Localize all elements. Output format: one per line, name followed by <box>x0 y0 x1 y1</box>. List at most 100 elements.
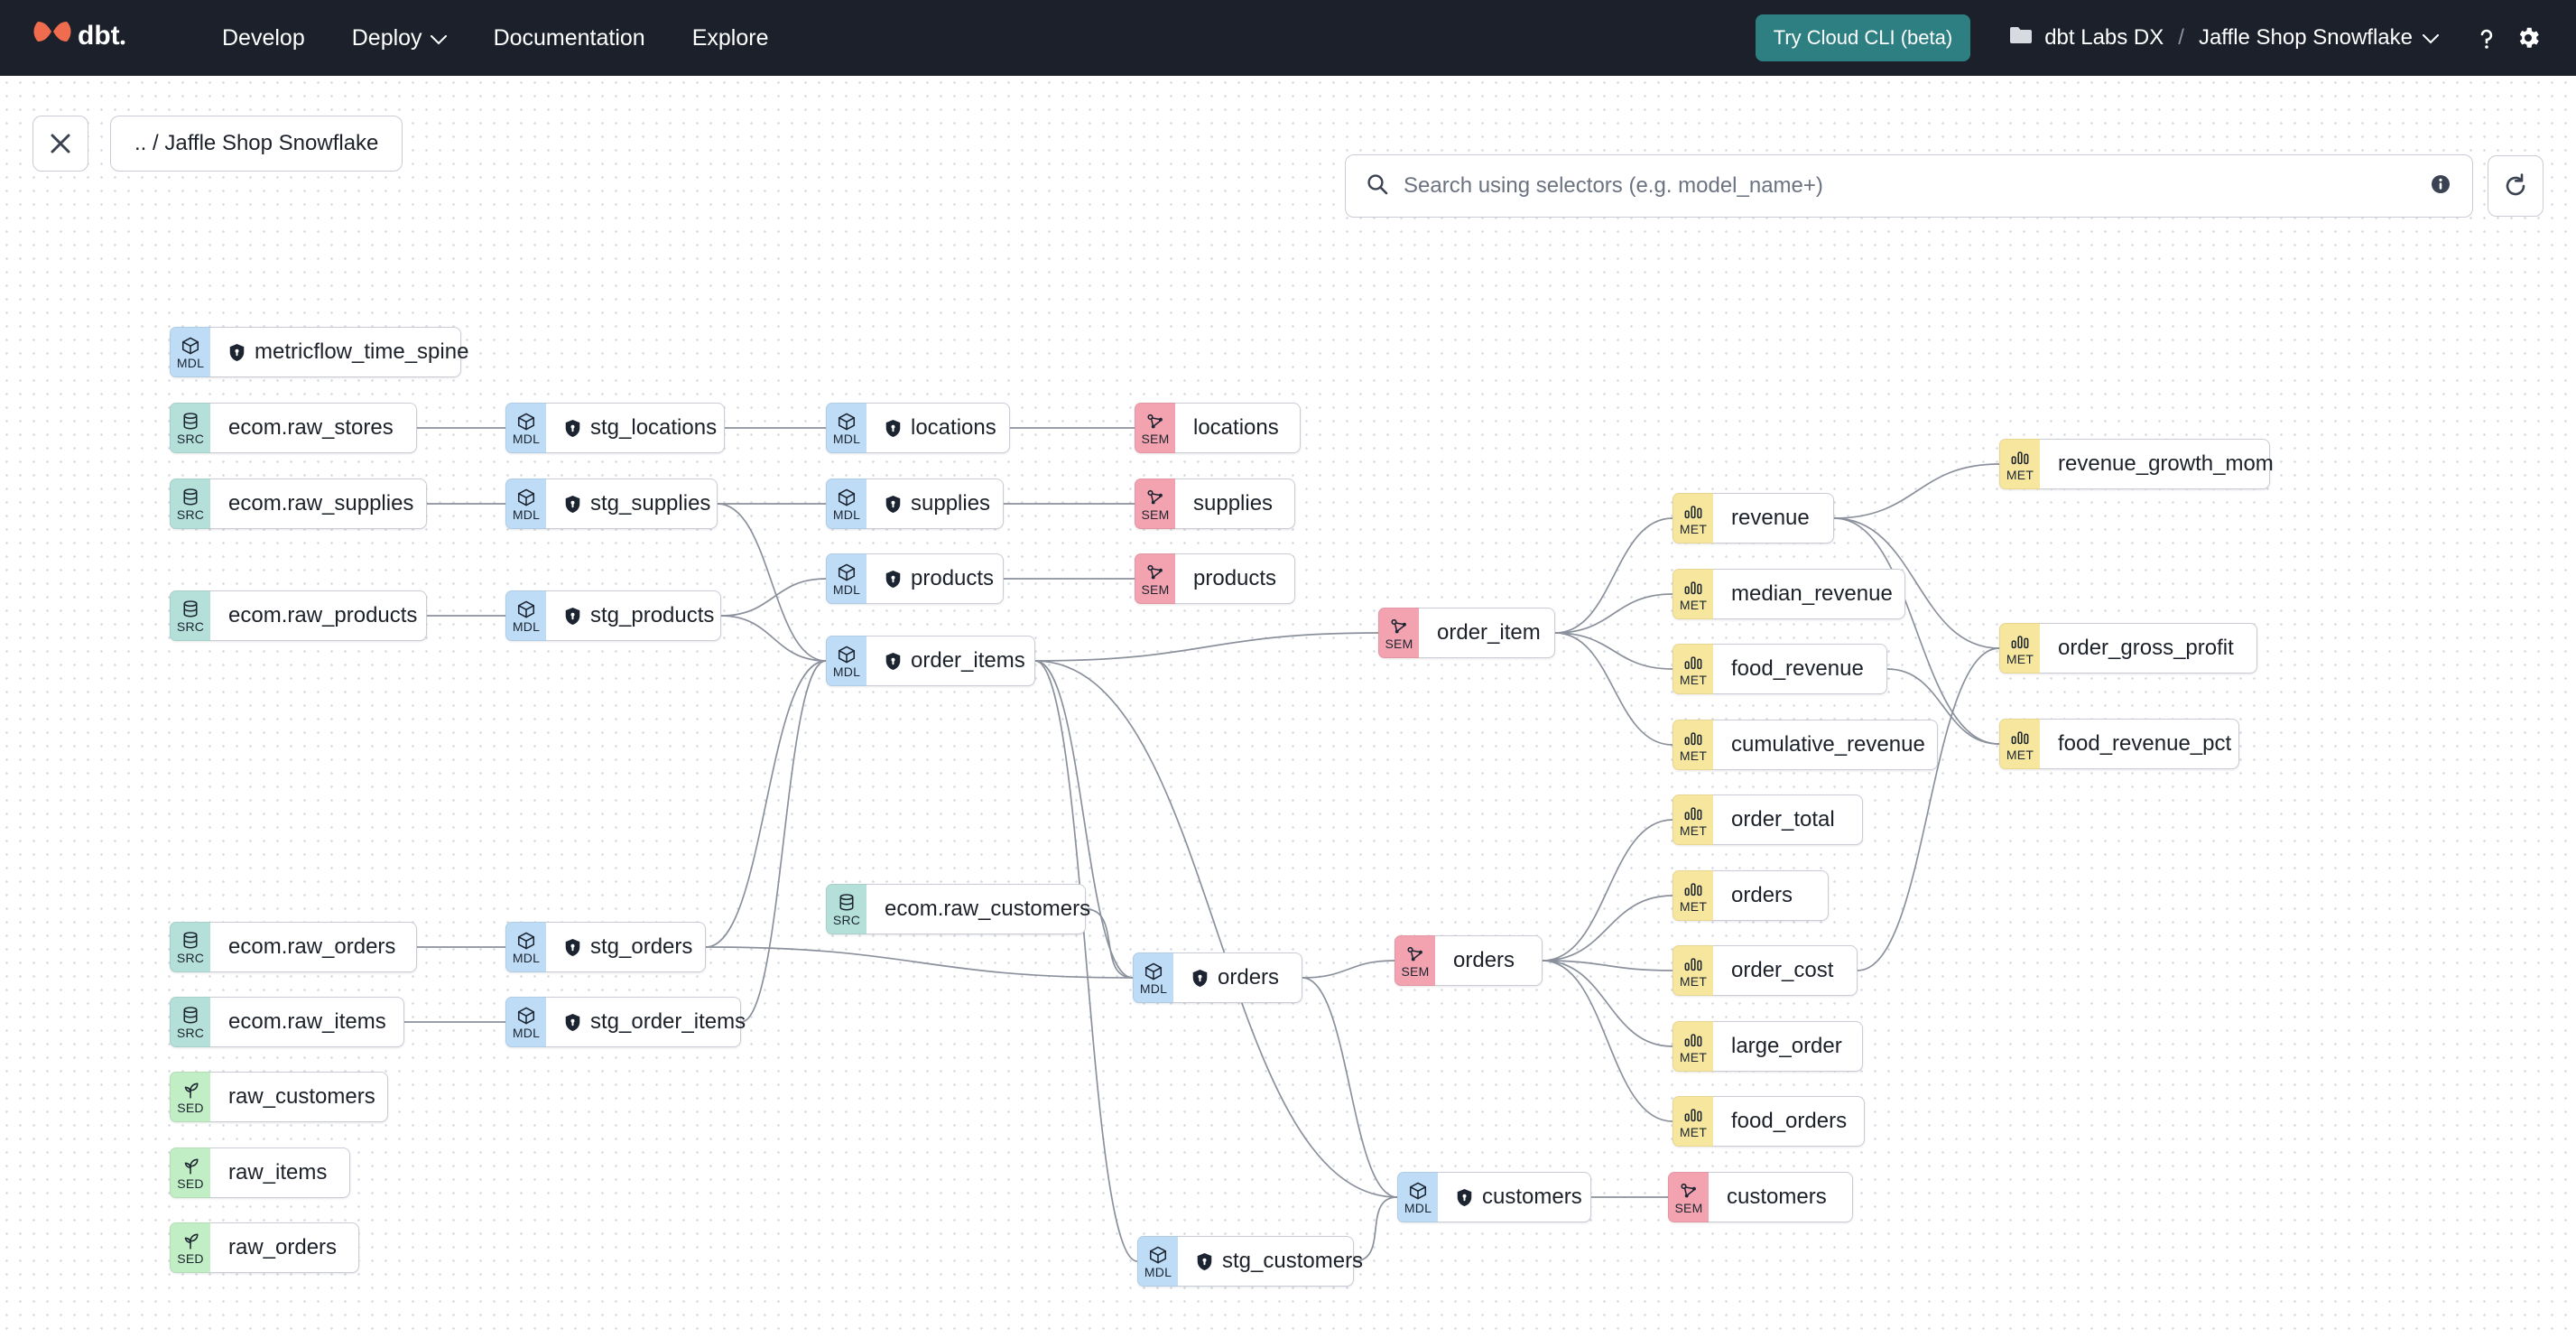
met-type-badge: MET <box>1673 720 1713 770</box>
cube-icon <box>837 645 857 664</box>
node-type-abbr: SRC <box>176 618 205 634</box>
graph-node-stg_orders[interactable]: MDL stg_orders <box>505 922 706 972</box>
nav-link-deploy-label: Deploy <box>351 24 422 51</box>
graph-node-mdl_order_items[interactable]: MDL order_items <box>826 636 1035 686</box>
database-icon <box>181 931 199 951</box>
graph-node-label: stg_products <box>546 590 721 641</box>
lineage-edge <box>1085 908 1134 979</box>
graph-node-name: raw_items <box>228 1160 328 1185</box>
graph-node-label: stg_customers <box>1178 1236 1363 1287</box>
lineage-edge <box>1542 960 1673 971</box>
node-type-abbr: MDL <box>832 506 861 522</box>
node-type-abbr: MET <box>1679 973 1708 989</box>
met-type-badge: MET <box>1673 794 1713 845</box>
graph-node-stg_supplies[interactable]: MDL stg_supplies <box>505 479 718 529</box>
cube-icon <box>837 412 857 432</box>
graph-node-label: order_item <box>1419 608 1555 658</box>
search-bar[interactable] <box>1345 154 2473 218</box>
refresh-button[interactable] <box>2488 155 2544 217</box>
graph-node-mdl_customers[interactable]: MDL customers <box>1397 1172 1591 1222</box>
graph-node-mdl_orders[interactable]: MDL orders <box>1133 952 1302 1003</box>
bar-chart-icon <box>1683 653 1703 673</box>
nav-link-documentation[interactable]: Documentation <box>470 18 669 59</box>
lineage-edge <box>1542 895 1673 962</box>
graph-breadcrumb[interactable]: .. / Jaffle Shop Snowflake <box>110 116 403 172</box>
node-type-abbr: SED <box>177 1175 204 1191</box>
graph-node-met_order_cost[interactable]: MET order_cost <box>1673 945 1858 996</box>
shield-icon <box>885 570 902 589</box>
dbt-logo[interactable]: dbt <box>32 17 126 59</box>
mdl-type-badge: MDL <box>826 403 866 453</box>
search-input[interactable] <box>1404 173 2414 199</box>
cube-icon <box>516 412 536 432</box>
graph-node-label: revenue <box>1713 493 1834 544</box>
nav-link-explore[interactable]: Explore <box>669 18 792 59</box>
graph-node-stg_customers[interactable]: MDL stg_customers <box>1137 1236 1363 1287</box>
graph-node-name: products <box>911 566 995 590</box>
lineage-edge <box>1857 647 2000 971</box>
graph-node-mdl_supplies[interactable]: MDL supplies <box>826 479 1004 529</box>
close-button[interactable] <box>32 116 88 172</box>
graph-node-metricflow_time_spine[interactable]: MDL metricflow_time_spine <box>170 327 468 377</box>
graph-node-label: orders <box>1435 935 1543 986</box>
mdl-type-badge: MDL <box>1397 1172 1438 1222</box>
graph-node-stg_order_items[interactable]: MDL stg_order_items <box>505 997 746 1047</box>
graph-node-name: order_item <box>1437 620 1541 645</box>
graph-node-stg_products[interactable]: MDL stg_products <box>505 590 721 641</box>
semantic-graph-icon <box>1389 617 1409 636</box>
met-type-badge: MET <box>1673 1096 1713 1147</box>
account-name[interactable]: dbt Labs DX <box>2044 25 2164 50</box>
lineage-edge <box>1886 668 2000 745</box>
project-selector[interactable]: Jaffle Shop Snowflake <box>2199 25 2439 51</box>
graph-node-label: customers <box>1438 1172 1591 1222</box>
shield-icon <box>1456 1188 1473 1207</box>
lineage-edge <box>1542 960 1673 1122</box>
help-icon[interactable] <box>2466 17 2507 59</box>
graph-node-mdl_locations[interactable]: MDL locations <box>826 403 1010 453</box>
info-icon[interactable] <box>2429 172 2452 200</box>
graph-node-name: order_cost <box>1731 958 1834 982</box>
bar-chart-icon <box>1683 954 1703 974</box>
nav-link-deploy[interactable]: Deploy <box>329 18 470 59</box>
lineage-edge <box>1554 517 1673 634</box>
graph-node-seed_raw_items[interactable]: SED raw_items <box>170 1148 350 1198</box>
node-type-abbr: MDL <box>832 581 861 597</box>
src-type-badge: SRC <box>170 590 210 641</box>
nav-link-develop[interactable]: Develop <box>199 18 329 59</box>
gear-icon[interactable] <box>2507 17 2549 59</box>
node-type-abbr: SRC <box>176 1025 205 1040</box>
graph-node-label: raw_items <box>210 1148 350 1198</box>
try-cloud-cli-button[interactable]: Try Cloud CLI (beta) <box>1755 14 1971 61</box>
database-icon <box>181 412 199 432</box>
graph-node-mdl_products[interactable]: MDL products <box>826 553 1004 604</box>
graph-node-name: orders <box>1731 883 1793 907</box>
lineage-edge <box>1034 660 1398 1198</box>
graph-node-stg_locations[interactable]: MDL stg_locations <box>505 403 725 453</box>
